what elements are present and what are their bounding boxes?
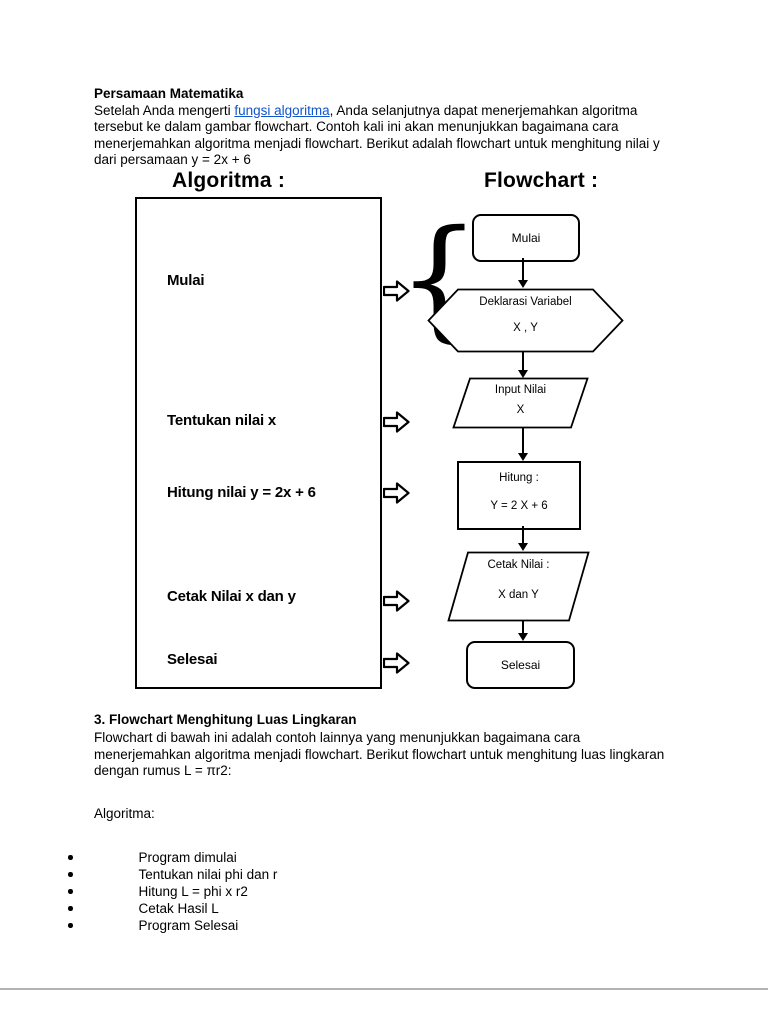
right-block-arrow-icon (383, 280, 410, 302)
list-item: Program dimulai (68, 849, 237, 866)
algorithm-box (135, 197, 382, 689)
arrow-line (522, 352, 524, 370)
list-item-label: Hitung L = phi x r2 (138, 884, 248, 899)
bullet-icon (68, 872, 73, 877)
algoritma-heading: Algoritma : (172, 169, 286, 192)
flow-node-input-line1: Input Nilai (494, 384, 547, 396)
algoritma-label: Algoritma: (94, 806, 155, 821)
flow-node-output: Cetak Nilai : X dan Y (447, 551, 590, 622)
flow-node-process: Hitung : Y = 2 X + 6 (457, 461, 581, 530)
intro-section: Persamaan Matematika Setelah Anda menger… (94, 86, 678, 169)
list-item: Program Selesai (68, 917, 238, 934)
parallelogram-shape-icon (452, 377, 589, 429)
flow-node-end: Selesai (466, 641, 575, 689)
fungsi-algoritma-link[interactable]: fungsi algoritma (234, 102, 330, 118)
section3-paragraph: Flowchart di bawah ini adalah contoh lai… (94, 730, 665, 778)
flow-node-declare-line1: Deklarasi Variabel (479, 296, 572, 308)
right-block-arrow-icon (383, 590, 410, 612)
arrow-line (522, 620, 524, 633)
arrow-line (522, 258, 524, 280)
page-edge-divider (0, 988, 768, 990)
list-item: Hitung L = phi x r2 (68, 883, 248, 900)
intro-text-before-link: Setelah Anda mengerti (94, 102, 235, 118)
flow-node-declare: Deklarasi Variabel X , Y (427, 288, 624, 353)
arrow-line (522, 428, 524, 453)
step-tentukan-nilai-x: Tentukan nilai x (167, 412, 277, 429)
flow-connector (517, 258, 529, 288)
flow-connector (517, 352, 529, 378)
flow-node-process-line1: Hitung : (499, 472, 539, 484)
flow-node-input: Input Nilai X (452, 377, 589, 429)
bullet-icon (68, 923, 73, 928)
flowchart-heading: Flowchart : (484, 169, 599, 192)
right-block-arrow-icon (383, 482, 410, 504)
flow-node-start: Mulai (472, 214, 580, 262)
intro-title: Persamaan Matematika (94, 86, 244, 101)
step-cetak-nilai: Cetak Nilai x dan y (167, 588, 296, 605)
list-item-label: Cetak Hasil L (138, 901, 219, 916)
arrow-head (518, 280, 528, 288)
arrow-head (518, 453, 528, 461)
arrow-head (518, 633, 528, 641)
bullet-icon (68, 889, 73, 894)
intro-paragraph: Setelah Anda mengerti fungsi algoritma, … (94, 103, 678, 169)
step-hitung-nilai-y: Hitung nilai y = 2x + 6 (167, 484, 316, 501)
flow-node-start-label: Mulai (511, 231, 541, 245)
list-item-label: Tentukan nilai phi dan r (138, 867, 278, 882)
list-item: Cetak Hasil L (68, 900, 219, 917)
step-mulai: Mulai (167, 272, 205, 289)
flow-connector (517, 428, 529, 461)
bullet-icon (68, 906, 73, 911)
section3-title: 3. Flowchart Menghitung Luas Lingkaran (94, 712, 357, 727)
list-item: Tentukan nilai phi dan r (68, 866, 277, 883)
parallelogram-shape-icon (447, 551, 590, 622)
bullet-icon (68, 855, 73, 860)
arrow-head (518, 543, 528, 551)
flow-connector (517, 620, 529, 641)
flow-node-output-line1: Cetak Nilai : (487, 559, 550, 571)
list-item-label: Program Selesai (138, 918, 239, 933)
flow-node-declare-line2: X , Y (513, 322, 538, 334)
arrow-head (518, 370, 528, 378)
right-block-arrow-icon (383, 411, 410, 433)
intro-text-after-link: , Anda selanjutnya dapat menerjemahkan a… (94, 102, 660, 168)
arrow-line (522, 526, 524, 543)
flow-node-end-label: Selesai (500, 658, 541, 672)
flow-node-process-line2: Y = 2 X + 6 (490, 500, 548, 512)
flow-connector (517, 526, 529, 551)
hexagon-shape-icon (427, 288, 624, 353)
flow-node-output-line2: X dan Y (498, 589, 539, 601)
step-selesai: Selesai (167, 651, 218, 668)
right-block-arrow-icon (383, 652, 410, 674)
flow-node-input-line2: X (516, 404, 525, 416)
list-item-label: Program dimulai (138, 850, 237, 865)
